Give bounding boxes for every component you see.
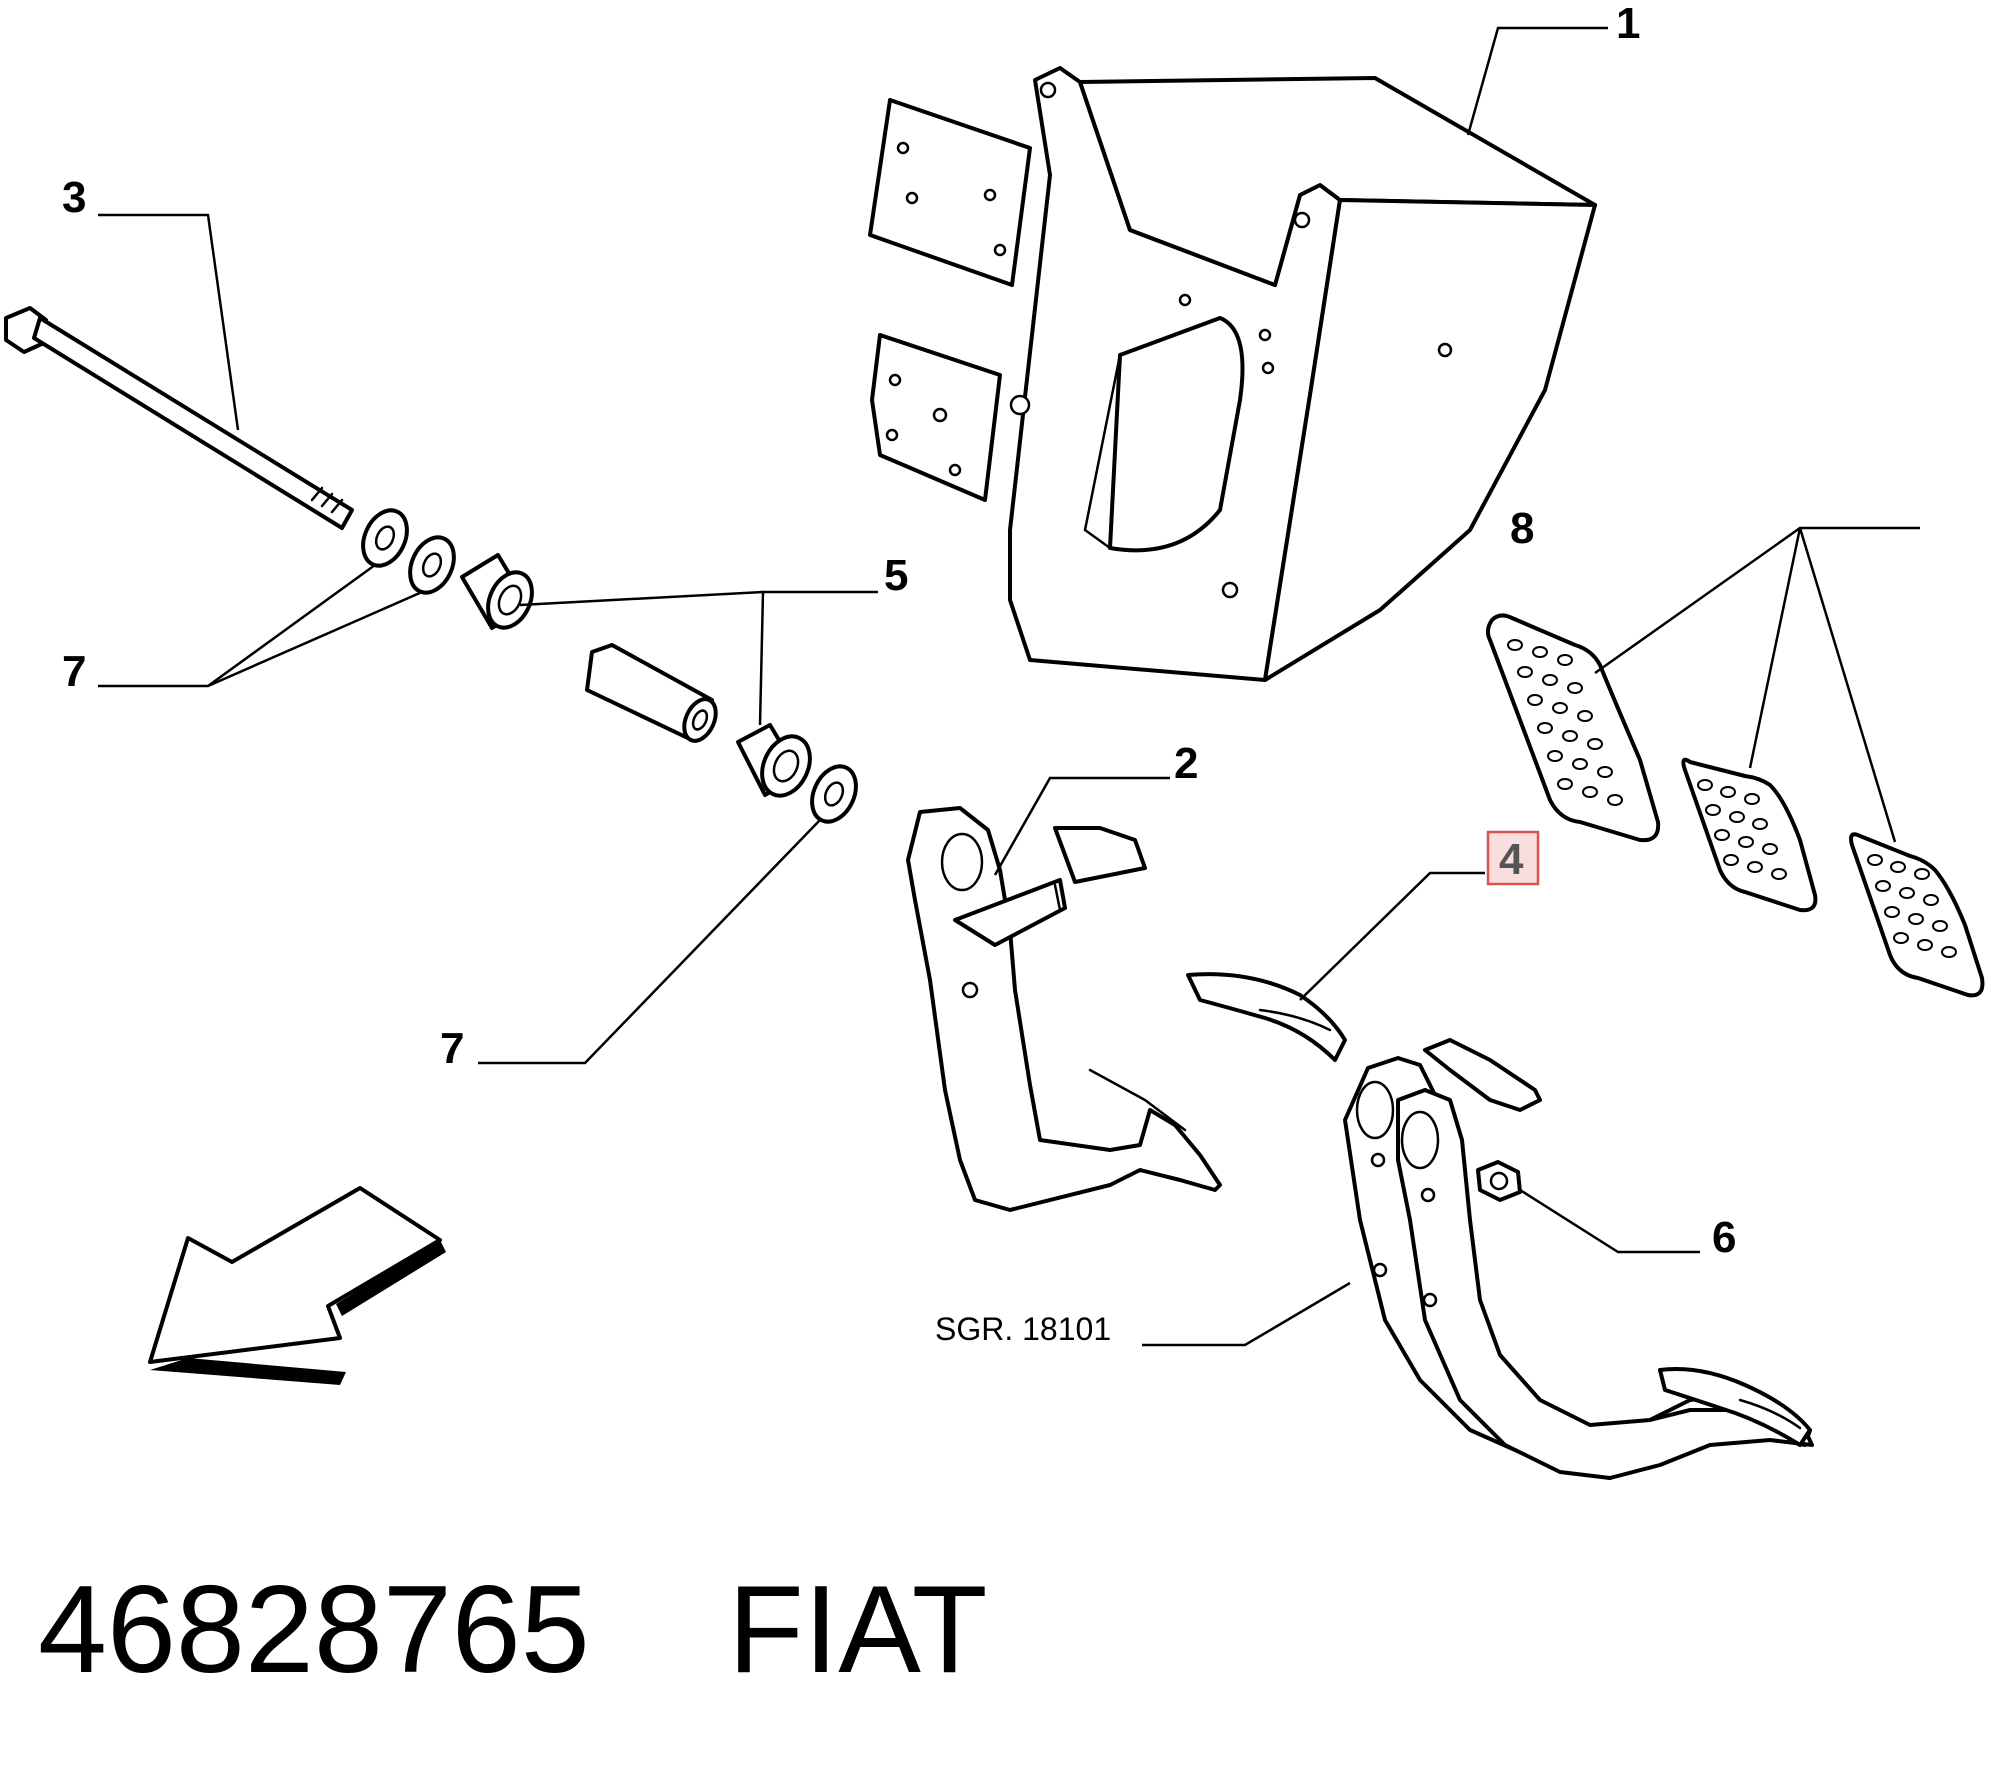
washer-bottom[interactable]: [804, 759, 865, 828]
pedal-box-bracket[interactable]: [868, 66, 1597, 682]
callout-4: 4: [1499, 835, 1524, 884]
sgr-reference: SGR. 18101: [935, 1311, 1111, 1347]
front-direction-arrow: [148, 1186, 446, 1385]
pedal-pad-medium[interactable]: [1681, 757, 1818, 913]
callout-6: 6: [1712, 1213, 1736, 1262]
callout-4-highlight[interactable]: [1486, 830, 1540, 886]
pedal-pad-small[interactable]: [1849, 832, 1985, 998]
callout-8: 8: [1510, 504, 1534, 553]
pivot-bolt[interactable]: [4, 306, 354, 530]
brand-name: FIAT: [728, 1561, 987, 1699]
bushing-bottom[interactable]: [736, 723, 819, 803]
spacer-sleeve[interactable]: [585, 643, 722, 746]
callout-5: 5: [884, 551, 908, 600]
washer-top-2[interactable]: [402, 530, 463, 599]
leader-lines: [98, 26, 1920, 1347]
pedal-pad-large[interactable]: [1485, 613, 1661, 843]
callout-7-bottom: 7: [440, 1024, 464, 1073]
callout-1: 1: [1616, 0, 1640, 48]
callout-3: 3: [62, 173, 86, 222]
part-number: 46828765: [38, 1561, 590, 1699]
callout-2: 2: [1174, 739, 1198, 788]
pedal-pad-piece[interactable]: [1186, 972, 1347, 1062]
brake-pedal-lever[interactable]: [906, 806, 1222, 1212]
pedal-assembly[interactable]: [1343, 1038, 1814, 1480]
washer-top-1[interactable]: [355, 503, 416, 572]
bushing-top[interactable]: [460, 553, 540, 635]
callout-7-top: 7: [62, 647, 86, 696]
nut[interactable]: [1476, 1160, 1522, 1202]
